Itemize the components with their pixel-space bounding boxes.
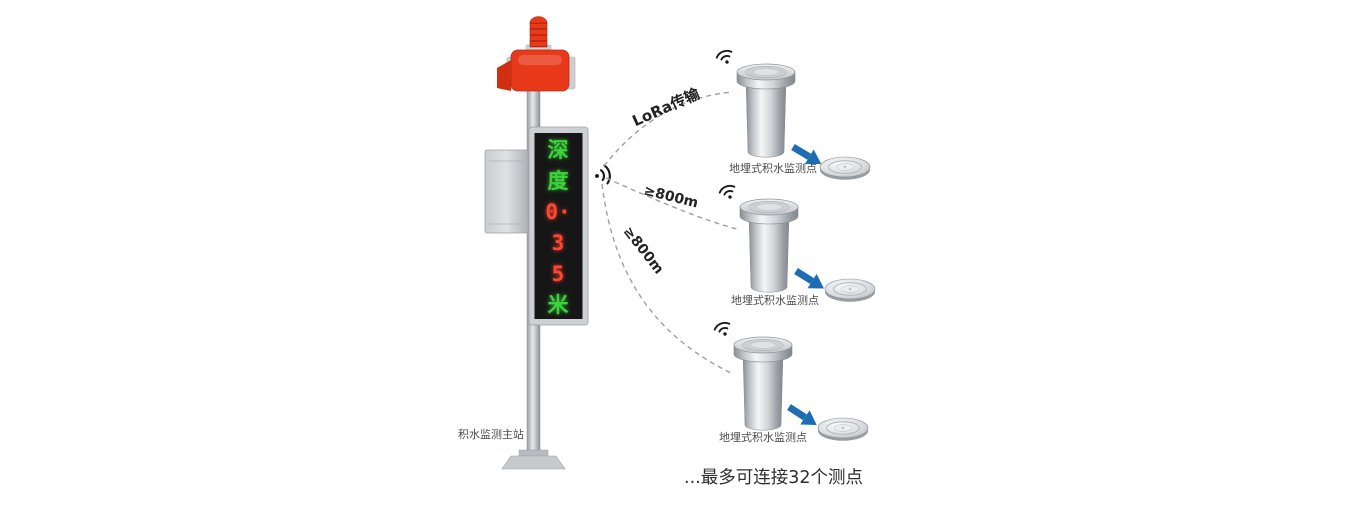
lora-link-path bbox=[603, 91, 734, 167]
footer-note: ...最多可连接32个测点 bbox=[684, 468, 863, 488]
alarm-horn bbox=[497, 49, 570, 92]
alarm-strobe bbox=[525, 16, 552, 52]
sensor-label: 地埋式积水监测点 bbox=[719, 431, 807, 444]
sensor-cylinder bbox=[736, 63, 796, 158]
pole-base bbox=[501, 449, 566, 470]
main-station-label: 积水监测主站 bbox=[458, 427, 524, 441]
buried-sensor-2: 地埋式积水监测点 bbox=[717, 182, 876, 307]
wifi-transmitter-icon bbox=[592, 163, 613, 187]
radio-links: LoRa传输 ≥800m ≥800m bbox=[601, 84, 738, 374]
link-label-lora: LoRa传输 bbox=[630, 84, 704, 130]
display-screen bbox=[534, 133, 583, 319]
display-row: 3 bbox=[552, 231, 565, 255]
display-row: 深 bbox=[548, 138, 569, 162]
sensor-cylinder bbox=[733, 336, 793, 431]
display-row: 5 bbox=[552, 262, 565, 286]
display-row: 米 bbox=[548, 293, 570, 317]
buried-sensor-1: 地埋式积水监测点 bbox=[714, 47, 871, 181]
wifi-icon bbox=[712, 319, 734, 340]
main-station: 深 度 0· 3 5 米 积水监测主站 bbox=[458, 16, 613, 470]
arrow-icon bbox=[791, 263, 829, 296]
arrow-icon bbox=[784, 399, 822, 433]
ground-disc-sensor bbox=[819, 156, 871, 181]
link-label-distance-2: ≥800m bbox=[620, 224, 667, 278]
wifi-icon bbox=[717, 182, 739, 203]
wifi-icon bbox=[714, 47, 736, 68]
sensor-label: 地埋式积水监测点 bbox=[731, 294, 819, 307]
ground-disc-sensor bbox=[824, 278, 876, 303]
alarm-unit bbox=[497, 16, 576, 92]
link-label-distance-1: ≥800m bbox=[642, 183, 700, 212]
control-box bbox=[484, 149, 529, 234]
sensor-cylinder bbox=[739, 198, 799, 293]
display-row: 0· bbox=[545, 200, 570, 224]
lora-link-path bbox=[605, 177, 738, 230]
led-display: 深 度 0· 3 5 米 bbox=[528, 126, 589, 326]
ground-disc-sensor bbox=[817, 417, 869, 442]
sensor-label: 地埋式积水监测点 bbox=[729, 162, 817, 175]
buried-sensor-3: 地埋式积水监测点 bbox=[712, 319, 869, 444]
lora-link-path bbox=[601, 183, 732, 374]
display-row: 度 bbox=[548, 169, 569, 193]
